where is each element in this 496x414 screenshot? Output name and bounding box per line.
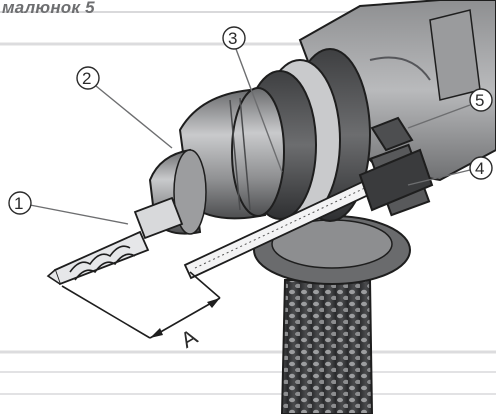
dimension-label: A <box>176 324 201 353</box>
figure-caption: малюнок 5 <box>2 0 95 17</box>
callout-number: 1 <box>14 194 23 213</box>
depth-stop-clamp <box>358 116 434 212</box>
callout-number: 2 <box>82 69 91 88</box>
callout-3: 3 <box>222 26 283 173</box>
callout-1: 1 <box>8 191 129 225</box>
drill-grip <box>280 279 374 414</box>
callout-5: 5 <box>407 88 493 129</box>
callout-number: 5 <box>475 91 484 110</box>
callout-4: 4 <box>407 156 493 186</box>
callout-2: 2 <box>76 66 173 149</box>
dimension-a: A <box>61 271 221 353</box>
auxiliary-handle-collar <box>253 143 431 285</box>
callout-number: 4 <box>475 159 484 178</box>
drill-bit <box>46 196 184 286</box>
callout-number: 3 <box>228 29 237 48</box>
